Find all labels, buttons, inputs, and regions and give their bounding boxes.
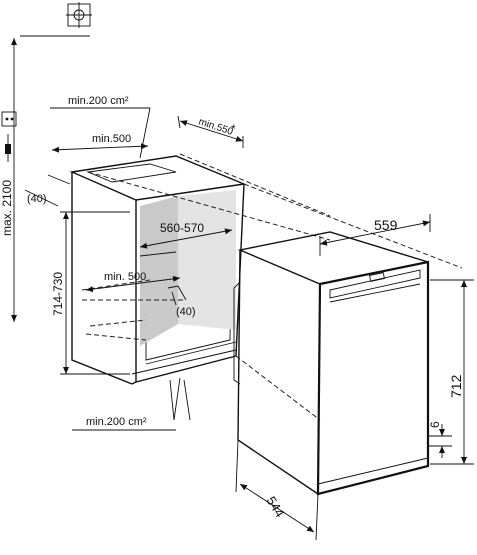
wall-socket-icon [1, 111, 17, 127]
min-area-bottom-callout: min.200 cm² [72, 377, 191, 431]
min-550-label: min.550 [197, 116, 235, 138]
min-550-dimension: min.550 * [177, 115, 244, 148]
inner-width-label: 560-570 [160, 221, 204, 235]
min-500-top-label: min.500 [92, 133, 131, 145]
offset-40-left-label: (40) [27, 193, 47, 205]
appliance-height-label: 712 [448, 374, 464, 398]
refrigerator-appliance [233, 231, 430, 496]
appliance-height-dimension: 712 [430, 279, 474, 465]
appliance-width-dimension: 559 [319, 214, 431, 256]
power-plug-icon [5, 134, 11, 162]
appliance-depth-dimension: 544 [235, 439, 319, 541]
max-height-dimension: max. 2100 [0, 38, 17, 322]
appliance-depth-label: 544 [263, 494, 287, 520]
plinth-gap-label: 6 [428, 421, 442, 428]
niche-height-label: 714-730 [51, 272, 65, 316]
asterisk-label: * [231, 122, 236, 136]
niche-height-dimension: 714-730 [51, 211, 130, 375]
min-area-bottom-label: min.200 cm² [86, 416, 147, 428]
niche-cabinet [69, 155, 247, 385]
min-500-mid-label: min. 500 [104, 271, 146, 283]
water-connection-icon [66, 2, 92, 28]
min-area-top-label: min.200 cm² [68, 95, 129, 107]
appliance-width-label: 559 [374, 217, 398, 233]
offset-40-mid-label: (40) [176, 306, 196, 318]
plinth-gap-dimension: 6 [428, 421, 452, 458]
max-height-label: max. 2100 [0, 180, 14, 236]
